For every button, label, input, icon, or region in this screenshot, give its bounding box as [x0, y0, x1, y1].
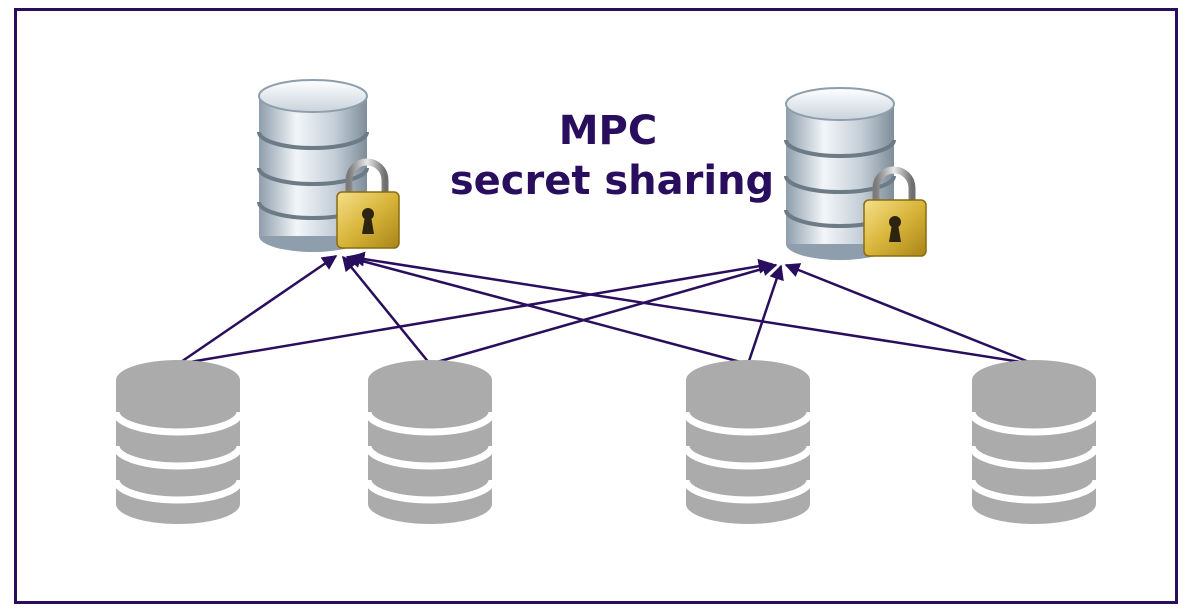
server-database-1-icon [259, 80, 399, 252]
arrow-source2-to-server1 [342, 255, 431, 365]
source-database-3-icon [686, 360, 810, 524]
arrow-source4-to-server2 [784, 263, 1035, 366]
arrow-source1-to-server2 [177, 258, 774, 366]
arrow-source4-to-server1 [349, 251, 1035, 366]
source-database-4-icon [972, 360, 1096, 524]
arrow-source3-to-server2 [746, 264, 784, 365]
arrow-source3-to-server1 [345, 253, 749, 366]
arrow-source1-to-server1 [177, 254, 338, 366]
title-line-1: MPC [559, 108, 657, 154]
share-arrows [177, 251, 1035, 366]
arrow-source2-to-server2 [429, 261, 778, 366]
server-database-2-icon [786, 88, 926, 260]
title-line-2: secret sharing [450, 158, 774, 204]
source-database-2-icon [368, 360, 492, 524]
source-database-1-icon [116, 360, 240, 524]
